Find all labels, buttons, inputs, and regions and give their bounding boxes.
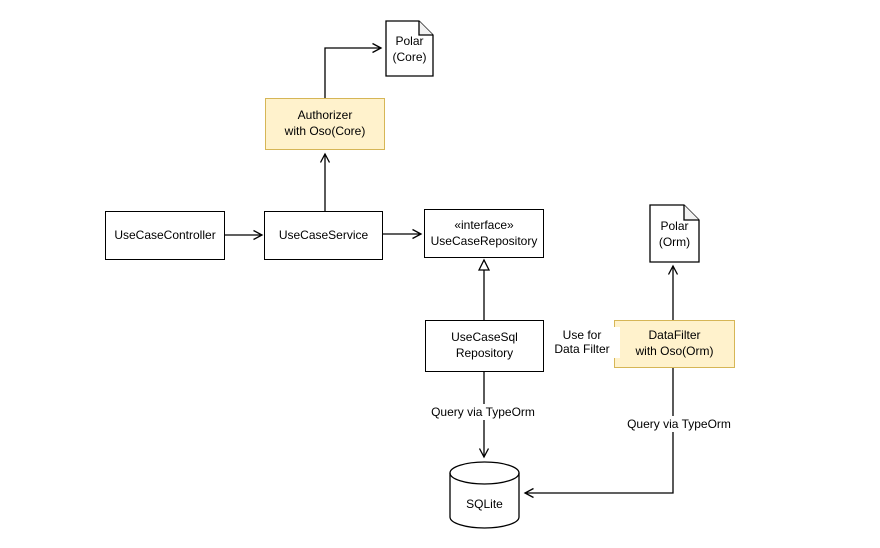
node-polar-core-label: Polar (Core)	[392, 34, 427, 64]
node-datafilter-oso-orm-label: DataFilter with Oso(Orm)	[635, 328, 714, 358]
node-interface-usecase-repository-label: «interface» UseCaseRepository	[430, 217, 538, 248]
node-authorizer-oso-core: Authorizer with Oso(Core)	[265, 98, 385, 150]
document-icon	[385, 20, 434, 77]
node-usecase-sql-repository-label: UseCaseSql Repository	[451, 330, 518, 360]
edge-datafilter-to-sqlite	[523, 368, 674, 499]
edge-label-query-via-typeorm-right: Query via TypeOrm	[625, 416, 733, 433]
node-interface-usecase-repository: «interface» UseCaseRepository	[424, 209, 544, 258]
document-icon	[649, 204, 700, 263]
edge-authorizer-to-polar-core	[324, 42, 383, 98]
node-usecase-controller: UseCaseController	[105, 211, 225, 260]
node-usecase-service: UseCaseService	[264, 211, 383, 260]
node-sqlite-database: SQLite	[449, 461, 520, 529]
edge-label-use-for-data-filter: Use for Data Filter	[544, 327, 620, 358]
node-polar-core-document: Polar (Core)	[385, 20, 434, 77]
node-polar-orm-document: Polar (Orm)	[649, 204, 700, 263]
edge-label-query-via-typeorm-left: Query via TypeOrm	[429, 404, 537, 421]
node-datafilter-oso-orm: DataFilter with Oso(Orm)	[614, 320, 735, 368]
database-cylinder-icon	[449, 461, 520, 529]
node-sqlite-label: SQLite	[466, 497, 503, 511]
node-usecase-controller-label: UseCaseController	[114, 227, 216, 242]
node-authorizer-oso-core-label: Authorizer with Oso(Core)	[284, 108, 366, 138]
node-polar-orm-label: Polar (Orm)	[658, 219, 691, 249]
node-usecase-sql-repository: UseCaseSql Repository	[425, 320, 544, 372]
node-usecase-service-label: UseCaseService	[278, 227, 369, 242]
